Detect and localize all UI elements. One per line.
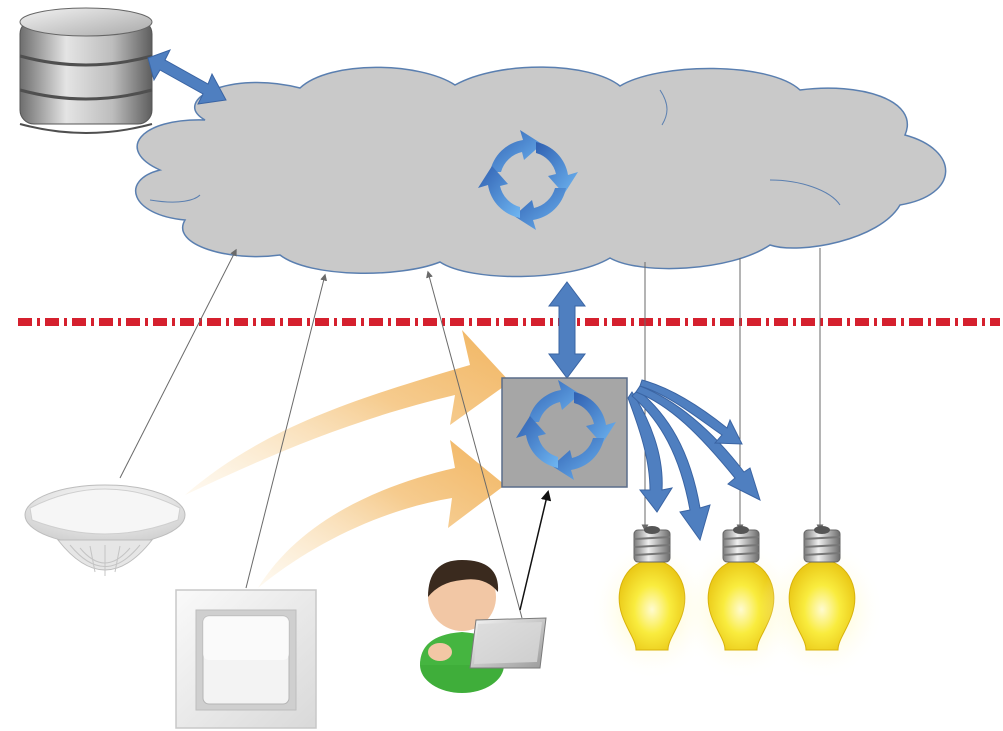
sensor-to-controller-flow-arrow (185, 330, 510, 495)
switch-to-controller-flow-arrow (258, 440, 505, 588)
database-icon (19, 7, 153, 134)
cloud-icon (134, 66, 947, 278)
light-switch-icon (175, 589, 317, 729)
motion-sensor-icon (24, 484, 186, 576)
light-bulb-icon (760, 526, 884, 680)
controller-to-bulbs-fanout-arrows (627, 379, 761, 542)
person-with-laptop-icon (420, 560, 547, 693)
controller-sync-icon (516, 380, 616, 480)
user-controller-link-arrow (519, 489, 552, 611)
database-cloud-link-arrow (147, 49, 227, 105)
cloud-controller-link-arrow (548, 281, 586, 379)
light-bulb-icon (590, 526, 714, 680)
cloud-sync-icon (478, 130, 578, 230)
